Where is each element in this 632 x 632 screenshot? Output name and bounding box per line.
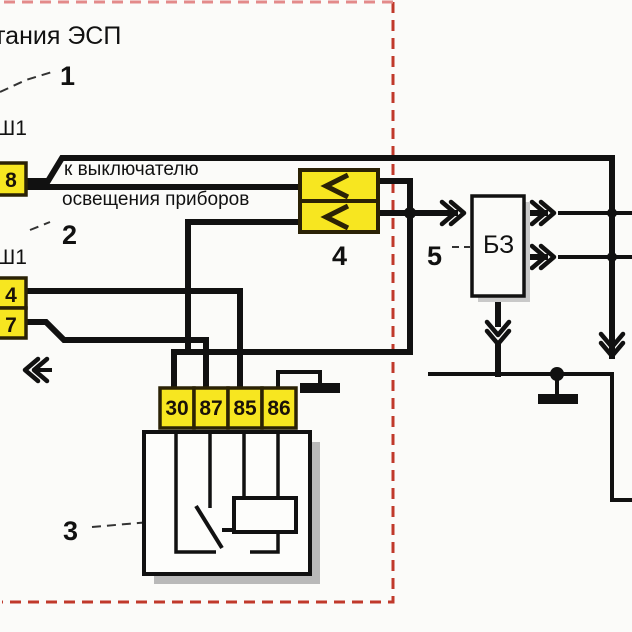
relay-coil bbox=[232, 496, 298, 534]
boundary-dashed-box bbox=[2, 0, 395, 604]
junction-c4-out bbox=[404, 207, 416, 219]
chevron-symbols bbox=[25, 202, 623, 381]
terminal-label-30: 30 bbox=[165, 397, 189, 420]
connector-label-sh1-upper: Ш1 bbox=[0, 117, 27, 140]
terminal-label-86: 86 bbox=[267, 397, 291, 420]
connector-block-4[interactable] bbox=[298, 168, 380, 234]
fuse-block-body bbox=[470, 194, 526, 298]
annotation-switch-line1: к выключателю bbox=[64, 159, 199, 180]
fuse-block-bz[interactable] bbox=[470, 194, 530, 302]
terminal-box-86 bbox=[260, 386, 298, 430]
callout-2: 2 bbox=[62, 220, 78, 250]
annotation-switch-line2: освещения приборов bbox=[62, 189, 250, 210]
connector-4-chevron-lower bbox=[320, 203, 350, 231]
pin-box-8 bbox=[0, 161, 28, 197]
fuse-block-label: БЗ bbox=[483, 231, 515, 259]
relay-lead-86 bbox=[250, 432, 280, 554]
ground-symbols bbox=[300, 383, 578, 404]
relay-internals bbox=[174, 432, 298, 554]
relay-terminal-pins[interactable] bbox=[158, 386, 298, 430]
junction-ground bbox=[550, 367, 564, 381]
terminal-label-85: 85 bbox=[233, 397, 257, 420]
ground-symbol-main bbox=[538, 394, 578, 404]
callout-leader-lines bbox=[0, 71, 470, 528]
junction-dots bbox=[404, 207, 617, 381]
pin-label-4: 4 bbox=[5, 284, 17, 307]
junction-right-lower bbox=[607, 252, 617, 262]
terminal-label-87: 87 bbox=[199, 397, 223, 420]
connector-4-chevron-upper bbox=[320, 172, 350, 200]
pin-label-8: 8 bbox=[5, 169, 17, 192]
callout-4: 4 bbox=[332, 241, 348, 271]
pin-label-7: 7 bbox=[5, 314, 17, 337]
relay-lead-30-bottom bbox=[174, 522, 216, 554]
pin-box-7 bbox=[0, 306, 28, 340]
left-connector-pins[interactable] bbox=[0, 161, 28, 340]
wire-pin7-kink bbox=[23, 319, 209, 343]
callout-1: 1 bbox=[60, 61, 76, 91]
relay-component-3[interactable] bbox=[142, 430, 320, 584]
wire-top-bus bbox=[23, 155, 615, 184]
relay-switch-arm bbox=[194, 504, 224, 550]
connector-label-sh1-lower: Ш1 bbox=[0, 246, 27, 269]
callout-5: 5 bbox=[427, 241, 443, 271]
wire-86-bracket bbox=[276, 370, 322, 390]
ground-symbol-relay-86 bbox=[300, 383, 340, 393]
callout-3: 3 bbox=[63, 516, 79, 546]
page-title: тания ЭСП bbox=[0, 22, 122, 50]
junction-right-upper bbox=[607, 208, 617, 218]
